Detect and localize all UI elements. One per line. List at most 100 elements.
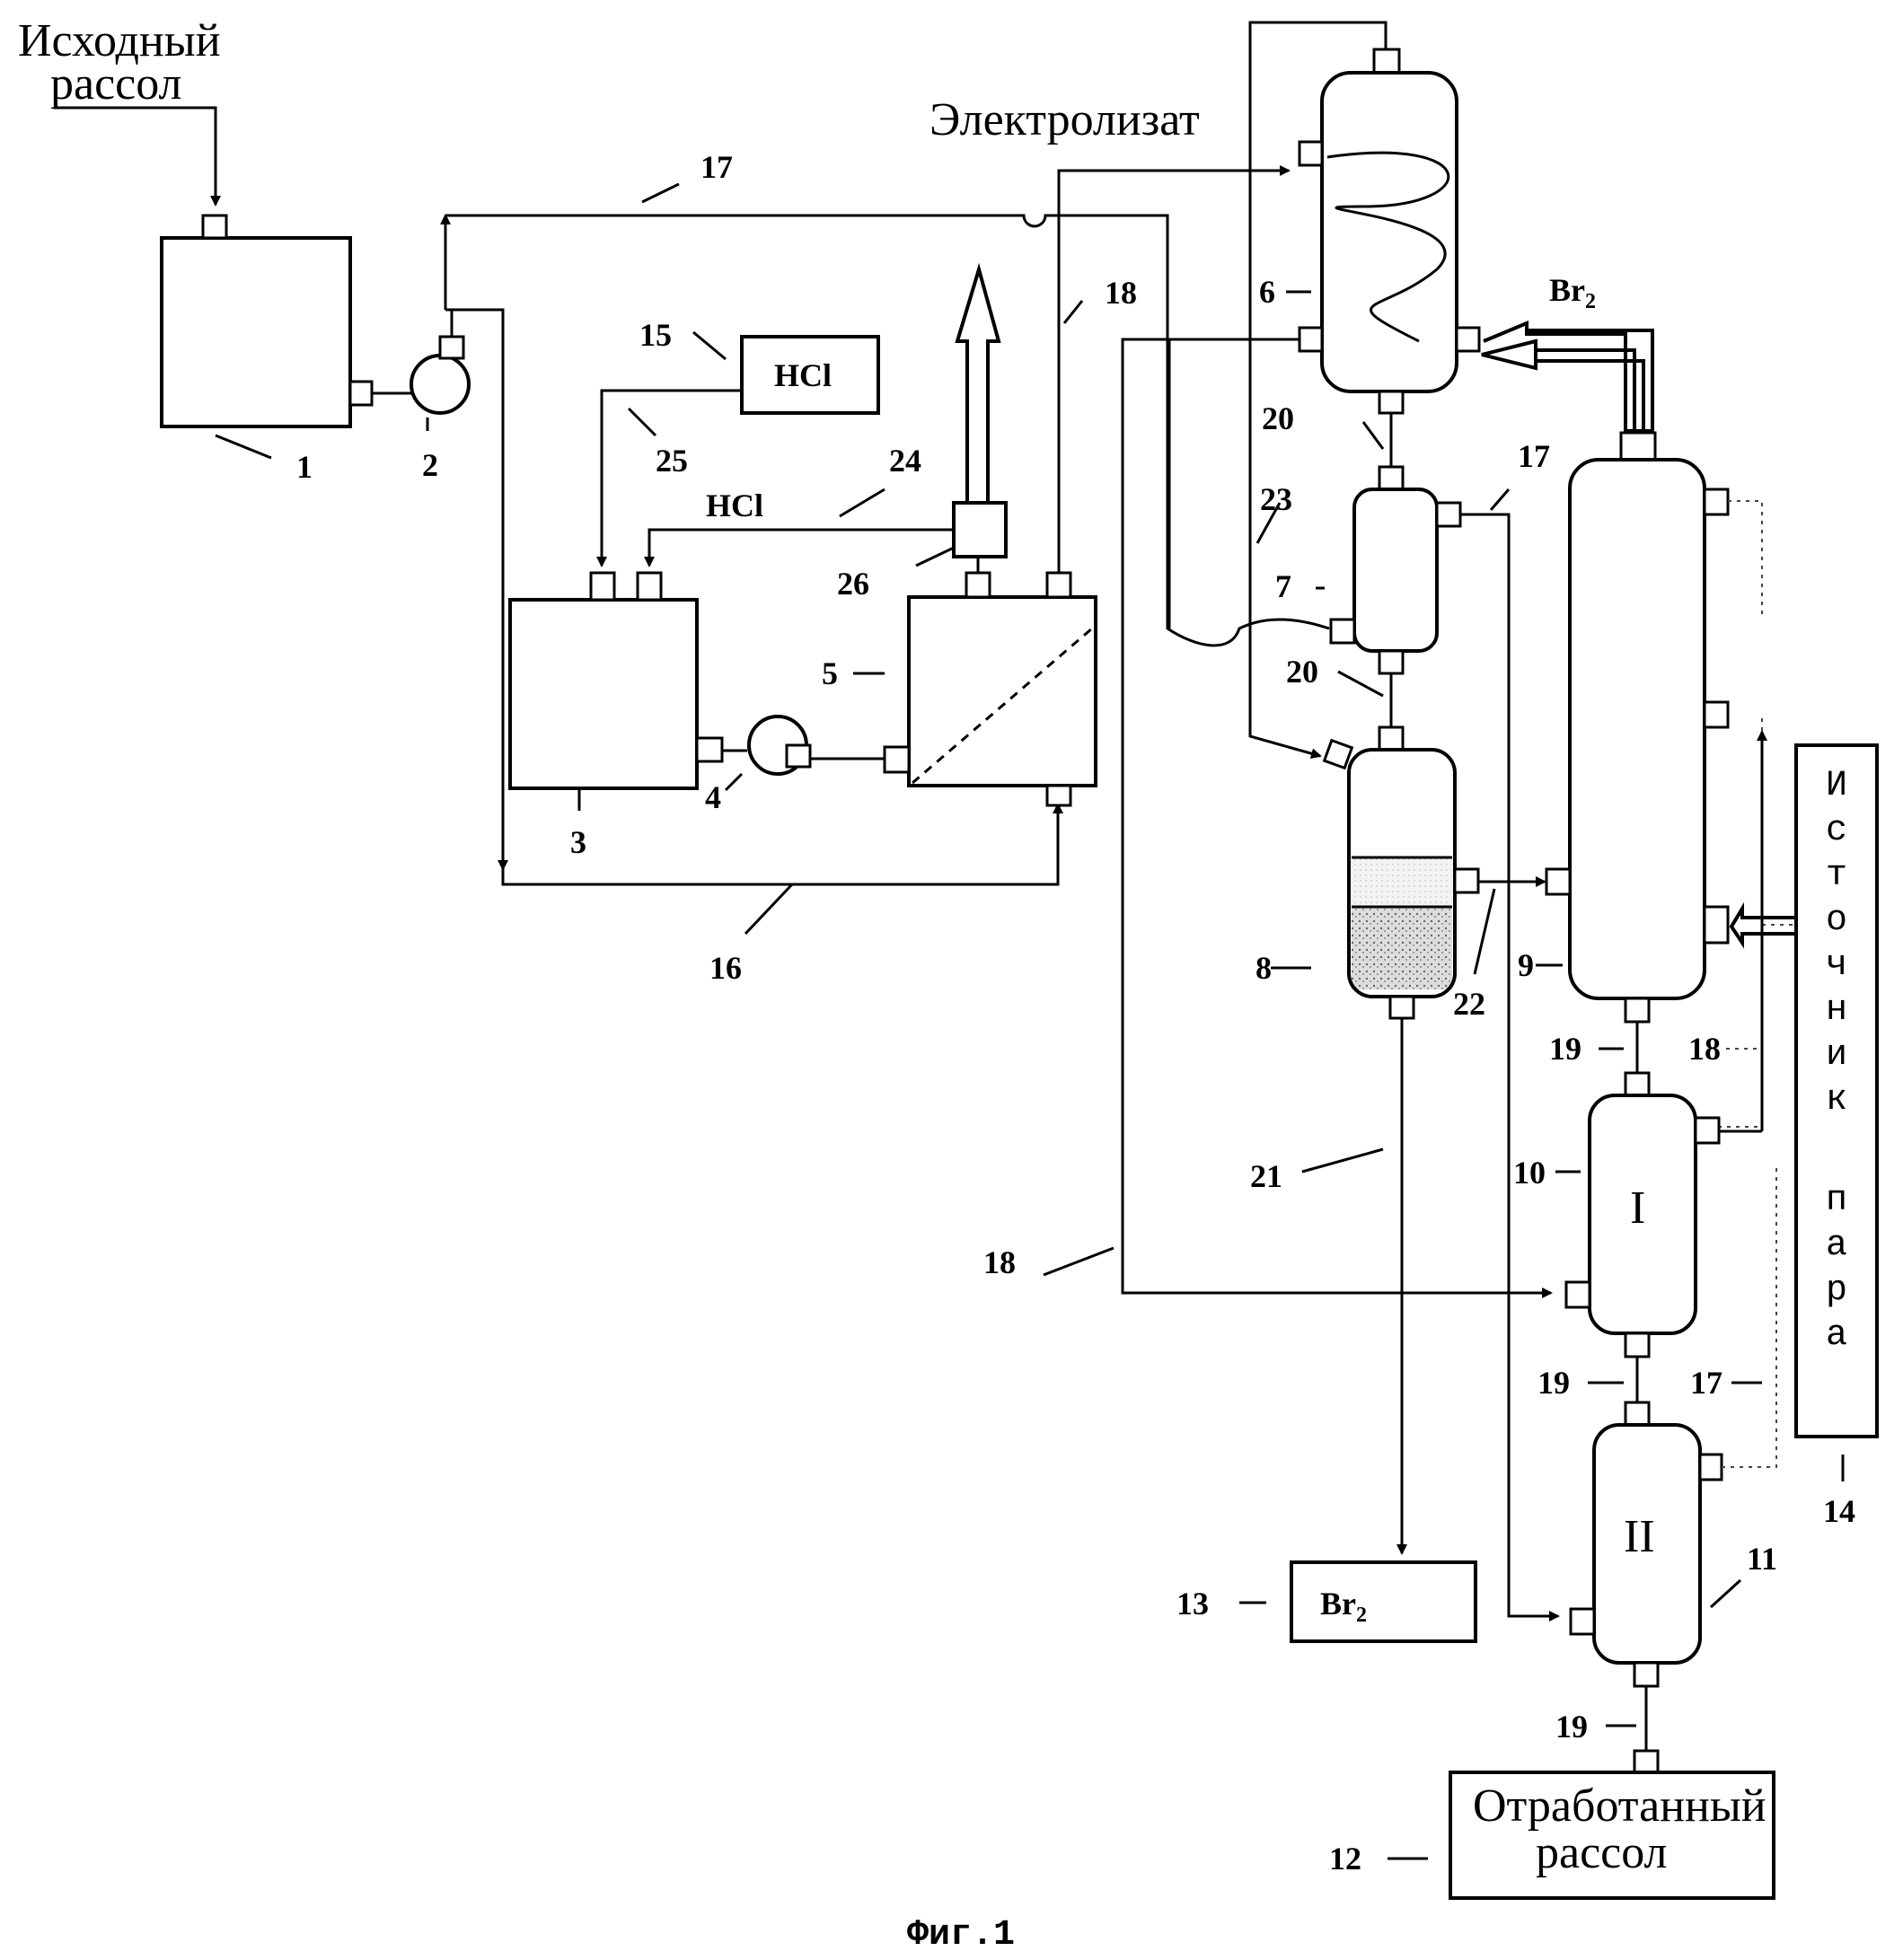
label-18b: 18: [983, 1244, 1016, 1280]
label-11: 11: [1747, 1541, 1777, 1577]
separator-8-side-nozzle: [1455, 869, 1478, 892]
label-13: 13: [1176, 1586, 1209, 1622]
steam-source-letter: р: [1826, 1270, 1847, 1311]
separator-8-bottom-nozzle: [1390, 997, 1414, 1018]
label-22: 22: [1453, 986, 1485, 1022]
column-9-steam-nozzle: [1705, 907, 1728, 943]
label-9: 9: [1518, 947, 1534, 983]
spent-brine-line2: рассол: [1536, 1827, 1668, 1878]
column-6-top-nozzle: [1374, 49, 1399, 73]
steam-source-letter: И: [1826, 766, 1847, 806]
steam-source-letter: а: [1826, 1315, 1847, 1356]
line-17-vessel7: [1460, 514, 1558, 1616]
label-5: 5: [822, 655, 838, 691]
column-9-bottom-nozzle: [1625, 998, 1649, 1022]
label-20a: 20: [1262, 400, 1294, 436]
leader-4: [726, 774, 742, 790]
br2-top-label: Br2: [1549, 272, 1596, 313]
steam-source-letter: ч: [1826, 945, 1847, 986]
steam-source-letter: с: [1826, 811, 1847, 851]
label-8: 8: [1255, 950, 1272, 986]
column-11-top-nozzle: [1625, 1402, 1649, 1425]
absorber-6: [1322, 73, 1457, 391]
reactor-5: [909, 597, 1096, 786]
feed-label-line2: рассол: [50, 58, 182, 110]
steam-source-letter: к: [1826, 1080, 1847, 1121]
hcl-line-label: HCl: [706, 488, 763, 523]
label-18a: 18: [1105, 275, 1137, 311]
steam-source-letter: и: [1826, 1035, 1847, 1076]
label-19c: 19: [1555, 1709, 1588, 1745]
label-24: 24: [889, 443, 921, 479]
separator-26: [954, 503, 1006, 557]
label-2: 2: [422, 447, 438, 483]
tank-1-inlet-nozzle: [203, 215, 226, 238]
pump-2: [411, 356, 469, 413]
label-25: 25: [656, 443, 688, 479]
leader-18b: [1044, 1248, 1114, 1275]
stage-one-label: I: [1630, 1182, 1645, 1234]
label-6: 6: [1259, 274, 1275, 310]
vessel-7-side-nozzle: [1437, 503, 1460, 526]
dotted-9a: [1728, 501, 1762, 620]
leader-15: [693, 332, 726, 359]
stage-two-label: II: [1624, 1511, 1655, 1562]
figure-caption: Фиг.1: [907, 1915, 1015, 1956]
vessel-7-inlet: [1331, 620, 1354, 643]
column-11-side-nozzle: [1700, 1455, 1722, 1480]
label-18c: 18: [1688, 1031, 1721, 1067]
hcl-vessel-label: HCl: [774, 357, 832, 393]
vent-arrow: [957, 269, 999, 503]
spent-brine-nozzle: [1634, 1751, 1658, 1772]
label-15: 15: [639, 317, 672, 353]
line-24: [649, 530, 954, 566]
column-10-top-nozzle: [1625, 1073, 1649, 1095]
leader-25: [629, 409, 656, 435]
leader-16: [745, 884, 792, 934]
leader-20a: [1363, 422, 1383, 449]
steam-source-letter: т: [1826, 856, 1847, 896]
label-19a: 19: [1549, 1031, 1581, 1067]
steam-source-letter: н: [1826, 990, 1847, 1031]
pump-2-outlet-nozzle: [440, 337, 463, 358]
feed-tank-1: [162, 238, 350, 426]
leader-22: [1475, 889, 1494, 974]
column-9-feed-nozzle: [1546, 869, 1570, 894]
label-17c: 17: [1690, 1365, 1722, 1401]
column-9-top-nozzle: [1621, 433, 1655, 460]
separator-8-top-nozzle: [1379, 727, 1403, 750]
line-18-long: [1123, 339, 1551, 1293]
electrolysate-label: Электролизат: [929, 94, 1200, 145]
leader-18a: [1064, 301, 1082, 323]
separator-8-upper-phase: [1352, 857, 1452, 907]
reactor-5-bottom-nozzle: [1047, 786, 1070, 805]
label-17a: 17: [700, 149, 733, 185]
leader-17b: [1491, 489, 1509, 510]
separator-8-lower-phase: [1352, 907, 1452, 989]
leader-20b: [1338, 672, 1383, 696]
vessel-3: [510, 600, 697, 788]
vessel-7: [1354, 489, 1437, 651]
vessel-3-outlet: [697, 738, 722, 761]
column-10-bottom-nozzle: [1625, 1333, 1649, 1357]
steam-source-letter: а: [1826, 1226, 1847, 1266]
pump-2-discharge: [445, 310, 452, 337]
column-11-bottom-nozzle: [1634, 1663, 1658, 1686]
feed-inlet-line: [54, 108, 216, 205]
label-17b: 17: [1518, 438, 1550, 474]
reactor-5-top-nozzle-2: [1047, 573, 1070, 597]
absorber-6-nozzle-br: [1457, 328, 1479, 351]
leader-1: [216, 435, 271, 458]
leader-17a: [642, 184, 679, 202]
label-1: 1: [296, 449, 313, 485]
vessel-3-nozzle-b: [638, 573, 661, 600]
column-10-inlet: [1566, 1282, 1590, 1307]
separator-8-inlet: [1325, 741, 1352, 769]
reactor-5-top-nozzle: [966, 573, 990, 597]
label-14: 14: [1823, 1493, 1855, 1529]
stripping-column-9: [1570, 460, 1705, 998]
tank-1-outlet-nozzle: [350, 382, 372, 405]
line-17-upper: [445, 215, 1329, 646]
dotted-17: [1722, 1167, 1776, 1467]
steam-source-letter: п: [1826, 1181, 1847, 1221]
